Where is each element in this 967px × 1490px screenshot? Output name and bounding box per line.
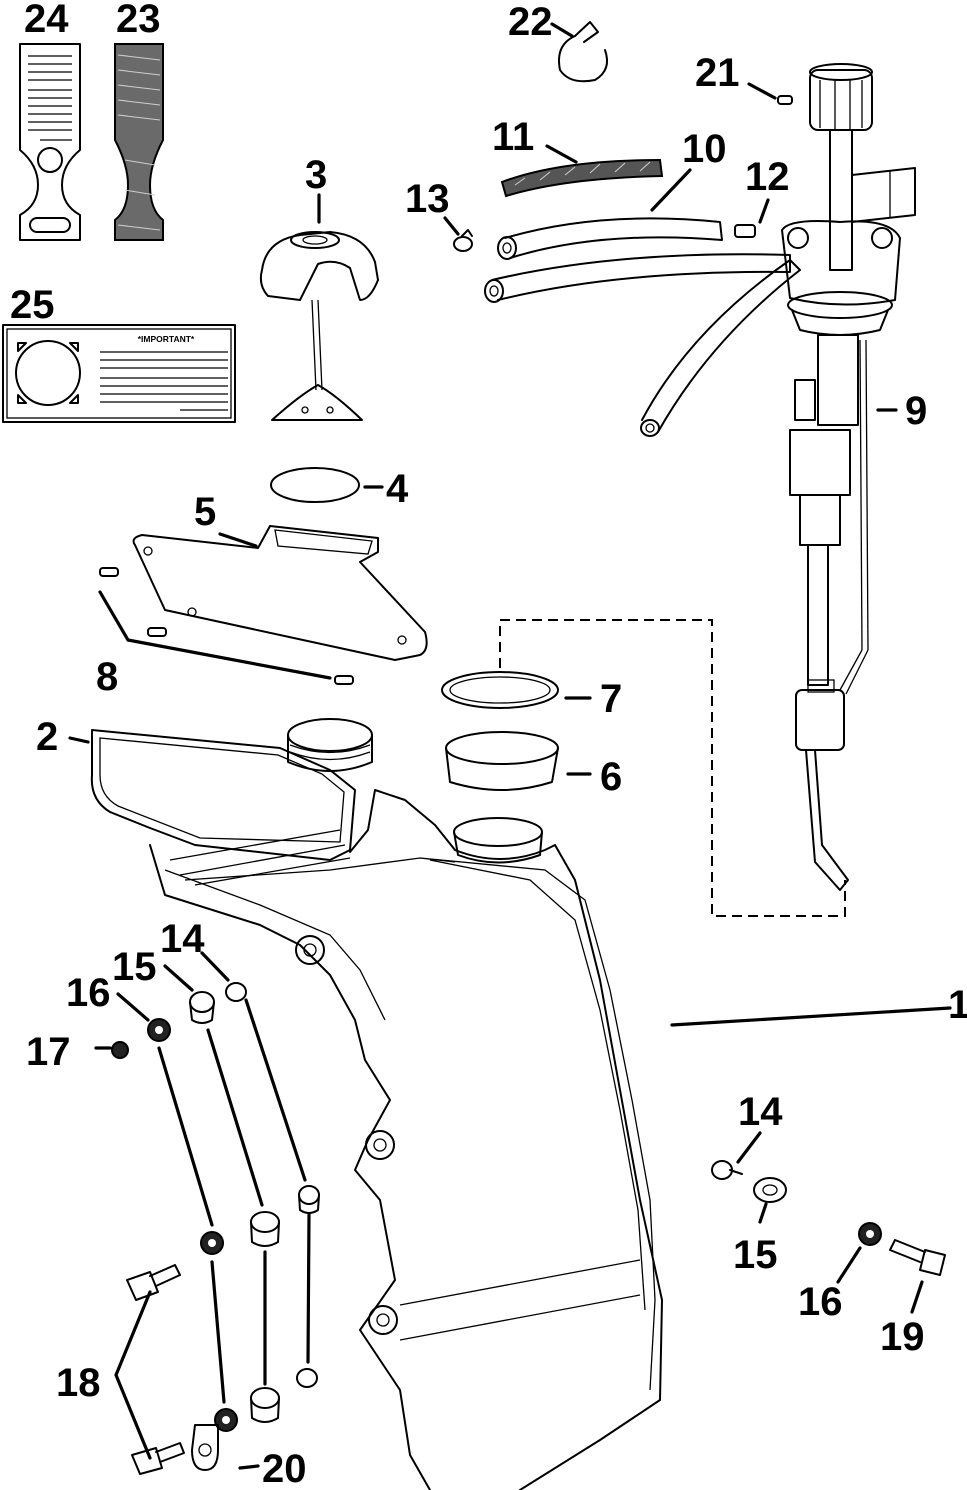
- callout-14b: 14: [738, 1090, 783, 1134]
- leader-lines: [68, 22, 952, 1470]
- callout-24: 24: [24, 0, 69, 41]
- callout-8: 8: [96, 655, 118, 699]
- callout-21: 21: [695, 51, 740, 95]
- callout-15a: 15: [112, 945, 157, 989]
- callout-4: 4: [386, 467, 409, 511]
- callout-25: 25: [10, 283, 55, 327]
- part-2-gasket: [90, 729, 356, 861]
- callout-3: 3: [305, 153, 327, 197]
- part-25-decal: *IMPORTANT*: [2, 324, 236, 423]
- part-12-fitting: [734, 224, 756, 238]
- assembly-dashed-line: [499, 619, 846, 917]
- part-9-pump-assembly: [781, 63, 916, 891]
- callout-18: 18: [56, 1361, 101, 1405]
- callout-10: 10: [682, 127, 727, 171]
- part-23-strap: [114, 43, 164, 241]
- callout-labels: 1 2 3 4 5 6 7 8 9 10 11 12 13 14 14 15 1…: [10, 0, 967, 1490]
- callout-9: 9: [905, 389, 927, 433]
- decal-heading: *IMPORTANT*: [138, 334, 195, 344]
- part-5-plate: [132, 525, 428, 661]
- callout-11: 11: [492, 115, 534, 159]
- callout-16a: 16: [66, 971, 111, 1015]
- part-8-screws: [98, 567, 354, 685]
- callout-22: 22: [508, 0, 553, 44]
- part-7-ring: [441, 671, 559, 709]
- callout-17: 17: [26, 1030, 71, 1074]
- part-1-tank: [149, 718, 663, 1490]
- hardware-left-group: [111, 982, 320, 1475]
- callout-2: 2: [36, 715, 58, 759]
- callout-15b: 15: [733, 1233, 778, 1277]
- callout-7: 7: [600, 677, 622, 721]
- callout-19: 19: [880, 1315, 925, 1359]
- callout-13: 13: [405, 177, 450, 221]
- callout-14a: 14: [160, 917, 205, 961]
- hardware-right-group: [711, 1160, 946, 1276]
- part-21-screw: [777, 95, 793, 105]
- part-24-tag: [19, 43, 81, 241]
- callout-1: 1: [948, 983, 967, 1027]
- part-22-clamp: [558, 21, 608, 83]
- part-4-o-ring: [270, 467, 360, 503]
- callout-16b: 16: [798, 1280, 843, 1324]
- callout-5: 5: [194, 490, 216, 534]
- part-11-sleeve: [500, 158, 664, 198]
- callout-6: 6: [600, 755, 622, 799]
- callout-20: 20: [262, 1447, 307, 1490]
- part-10-hoses: [484, 217, 801, 437]
- part-6-collar: [445, 731, 559, 791]
- callout-23: 23: [116, 0, 161, 41]
- part-3-cap: [259, 231, 379, 421]
- callout-12: 12: [745, 155, 790, 199]
- part-13-clamp: [453, 229, 473, 252]
